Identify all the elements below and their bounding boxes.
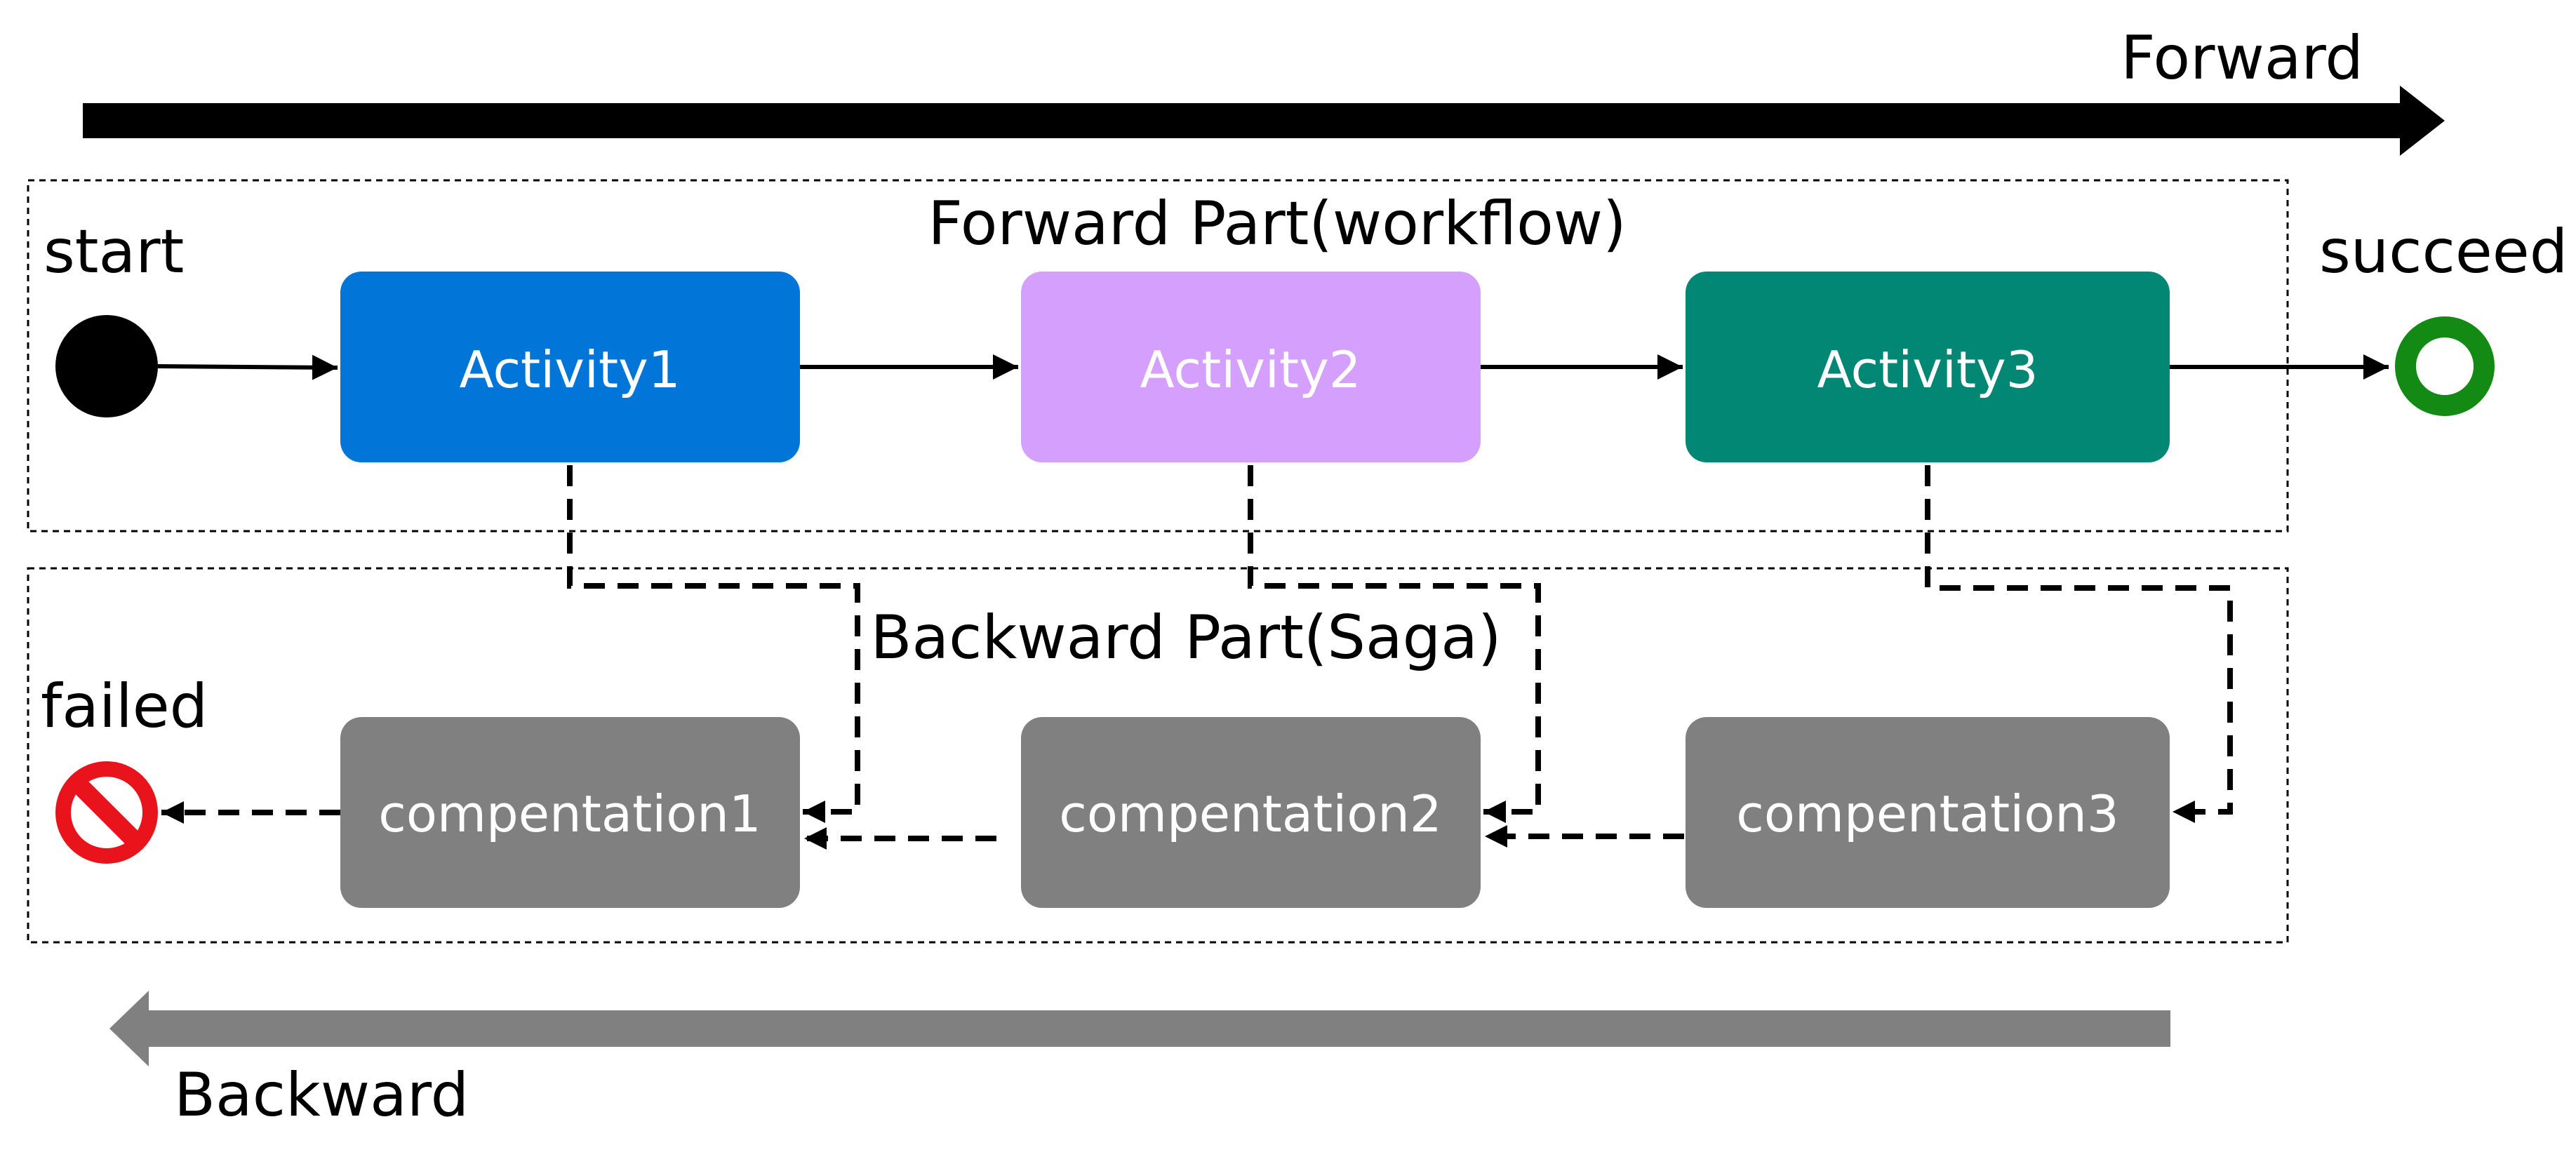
dashed-arrow-activity2-to-compensation2 [1248, 465, 1541, 823]
backward-part-container [27, 567, 2289, 944]
start-label: start [44, 217, 184, 287]
forward-part-container [27, 179, 2289, 533]
backward-part-title: Backward Part(Saga) [870, 603, 1501, 673]
arrow-start-to-activity1 [157, 354, 338, 380]
forward-label: Forward [2121, 23, 2363, 93]
activity-label-3: Activity3 [1817, 340, 2038, 399]
forward-part-title: Forward Part(workflow) [928, 189, 1626, 259]
activity-box-1[interactable]: Activity1 [340, 272, 800, 462]
prohibited-icon [55, 761, 158, 864]
compensation-label-1: compentation1 [378, 784, 761, 843]
compensation-label-3: compentation3 [1736, 784, 2118, 843]
filled-circle-icon [55, 315, 158, 417]
activity-box-3[interactable]: Activity3 [1686, 272, 2170, 462]
activity-box-2[interactable]: Activity2 [1021, 272, 1481, 462]
compensation-box-3[interactable]: compentation3 [1686, 717, 2170, 908]
dashed-arrow-activity1-to-compensation1 [567, 465, 860, 823]
ring-icon [2395, 316, 2495, 416]
succeed-label: succeed [2319, 217, 2568, 287]
activity-label-2: Activity2 [1140, 340, 1361, 399]
activity-label-1: Activity1 [459, 340, 680, 399]
dashed-arrow-activity3-to-compensation3 [1925, 465, 2233, 823]
backward-direction-arrow [109, 991, 2170, 1066]
compensation-label-2: compentation2 [1059, 784, 1441, 843]
compensation-box-1[interactable]: compentation1 [340, 717, 800, 908]
backward-label: Backward [174, 1060, 469, 1130]
forward-direction-arrow [83, 86, 2445, 156]
failed-label: failed [41, 671, 208, 742]
compensation-box-2[interactable]: compentation2 [1021, 717, 1481, 908]
